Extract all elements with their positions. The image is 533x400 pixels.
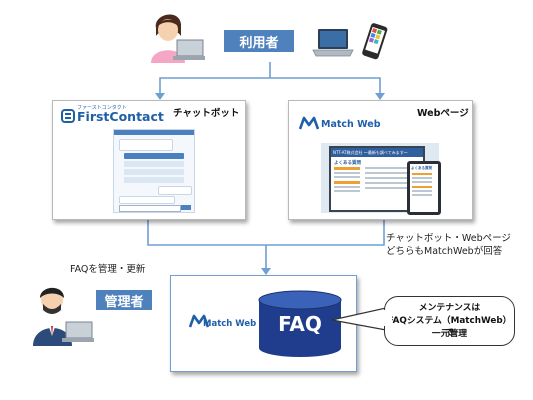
- faq-manage-caption: FAQを管理・更新: [70, 264, 146, 275]
- chat-bubble: [119, 139, 173, 151]
- chat-send-icon: [181, 205, 191, 210]
- chatbot-title: チャットボット: [173, 108, 240, 119]
- chat-option: [124, 177, 184, 183]
- admin-person-icon: [33, 287, 94, 346]
- chat-input: [119, 205, 181, 212]
- matchweb-logo-icon: [189, 314, 209, 328]
- tablet-heading: よくある質問: [411, 166, 432, 170]
- faq-database-icon: [258, 290, 342, 357]
- chat-bubble: [158, 186, 192, 195]
- screen-heading: よくある質問: [334, 161, 361, 166]
- faq-db-label: FAQ: [278, 312, 322, 336]
- firstcontact-brand: FirstContact: [77, 109, 164, 124]
- matchweb-brand: Match Web: [321, 119, 381, 130]
- user-person-icon: [151, 14, 205, 63]
- webpage-title: Webページ: [417, 108, 469, 119]
- maintenance-callout: メンテナンスは FAQシステム（MatchWeb）で 一元管理: [384, 296, 515, 346]
- webpage-panel: Webページ Match Web NTT-AT株式会社 〜最新も調べてみます〜 …: [288, 100, 473, 220]
- chat-option: [124, 161, 184, 167]
- faq-matchweb-brand: Match Web: [203, 319, 257, 329]
- callout-line2: FAQシステム（MatchWeb）で: [387, 316, 512, 338]
- callout-line3: 一元管理: [431, 329, 468, 339]
- faq-answer-caption-line2: どちらもMatchWebが回答: [386, 246, 503, 257]
- faq-system-panel: Match Web FAQ: [170, 275, 357, 372]
- firstcontact-tagline: ファーストコンタクト: [77, 105, 127, 111]
- faq-answer-caption-line1: チャットボット・Webページ: [386, 233, 511, 244]
- webpage-preview: NTT-AT株式会社 〜最新も調べてみます〜 よくある質問 よくある質問: [321, 143, 441, 215]
- chatbot-panel: チャットボット ファーストコンタクト FirstContact: [52, 100, 246, 220]
- callout-line1: メンテナンスは: [418, 303, 481, 313]
- callout-pointer-mask: [384, 310, 392, 326]
- chat-bubble: [119, 196, 175, 204]
- user-label: 利用者: [224, 30, 294, 52]
- admin-label: 管理者: [96, 290, 152, 310]
- smartphone-icon: [362, 23, 388, 60]
- laptop-icon: [312, 29, 354, 57]
- chat-window: [113, 129, 195, 213]
- chat-option: [124, 153, 184, 159]
- firstcontact-logo-icon: [61, 109, 75, 123]
- screen-banner: NTT-AT株式会社 〜最新も調べてみます〜: [331, 148, 423, 157]
- matchweb-logo-icon: [299, 116, 319, 130]
- tablet-screen: よくある質問: [407, 161, 441, 215]
- chat-option: [124, 169, 184, 175]
